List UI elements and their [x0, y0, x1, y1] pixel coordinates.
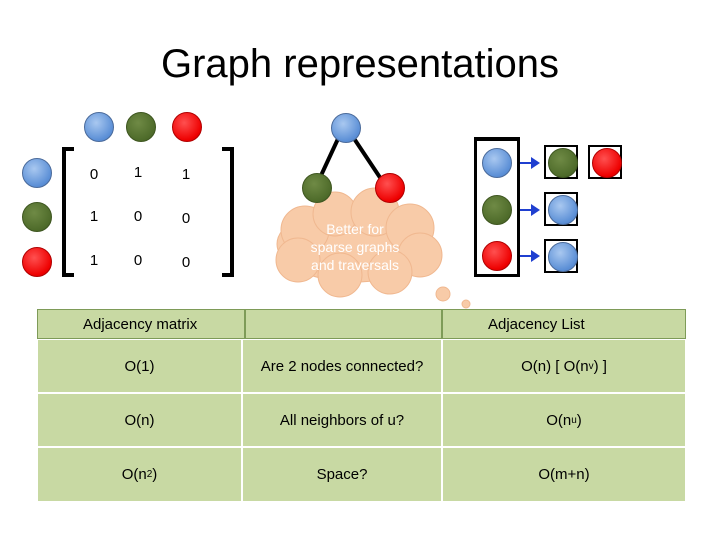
matrix-col-blue-node — [84, 112, 114, 142]
list-head-blue — [482, 148, 512, 178]
page-title: Graph representations — [160, 42, 559, 86]
matrix-row-green-node — [22, 202, 52, 232]
header-blank — [245, 309, 442, 339]
cost-text: O(n) [ O(n — [521, 357, 589, 375]
matrix-col-green-node — [126, 112, 156, 142]
matrix-right-bracket — [222, 147, 234, 277]
matrix-row-blue-node — [22, 158, 52, 188]
cloud-line: and traversals — [311, 257, 399, 273]
cost-text: O(n — [546, 411, 572, 429]
thought-cloud — [275, 187, 443, 298]
list-item-blue — [548, 195, 578, 225]
cloud-text: Better for sparse graphs and traversals — [290, 220, 420, 274]
cost-subscript: u — [571, 414, 577, 426]
list-arrow-3 — [520, 250, 540, 262]
list-item-green — [548, 148, 578, 178]
list-item-blue — [548, 242, 578, 272]
matrix-cell: 0 — [133, 252, 143, 269]
graph-node-red — [375, 173, 405, 203]
list-cost-space: O(m+n) — [442, 447, 686, 502]
list-arrow-2 — [520, 204, 540, 216]
cost-text: ) — [152, 466, 158, 483]
cost-subscript: v — [588, 360, 594, 372]
thought-dot-medium — [461, 299, 471, 309]
cost-text: ) — [576, 411, 582, 429]
graph-node-blue — [331, 113, 361, 143]
matrix-left-bracket — [62, 147, 74, 277]
question-connected: Are 2 nodes connected? — [242, 339, 442, 393]
matrix-col-red-node — [172, 112, 202, 142]
list-arrow-1 — [520, 157, 540, 169]
matrix-cell: 0 — [89, 166, 99, 183]
cost-superscript: 2 — [146, 469, 153, 480]
cloud-line: sparse graphs — [310, 239, 400, 255]
header-adjacency-list: Adjacency List — [442, 309, 686, 339]
header-adjacency-matrix: Adjacency matrix — [37, 309, 245, 339]
cloud-line: Better for — [326, 221, 384, 237]
matrix-cost-neighbors: O(n) — [37, 393, 242, 447]
cost-text: ) ] — [593, 357, 607, 375]
matrix-cell: 0 — [181, 210, 191, 227]
graph-node-green — [302, 173, 332, 203]
list-head-red — [482, 241, 512, 271]
matrix-cell: 0 — [181, 254, 191, 271]
question-neighbors: All neighbors of u? — [242, 393, 442, 447]
matrix-cost-connected: O(1) — [37, 339, 242, 393]
thought-dot-large — [435, 286, 451, 302]
matrix-cell: 1 — [133, 164, 143, 181]
matrix-cell: 1 — [181, 166, 191, 183]
adjacency-list-array — [474, 137, 520, 277]
list-head-green — [482, 195, 512, 225]
matrix-cell: 0 — [133, 208, 143, 225]
list-item-red — [592, 148, 622, 178]
cost-text: O(n — [121, 466, 147, 483]
matrix-row-red-node — [22, 247, 52, 277]
comparison-table: Adjacency matrix Adjacency List O(1) Are… — [37, 309, 686, 502]
matrix-cell: 1 — [89, 208, 99, 225]
matrix-cell: 1 — [89, 252, 99, 269]
question-space: Space? — [242, 447, 442, 502]
